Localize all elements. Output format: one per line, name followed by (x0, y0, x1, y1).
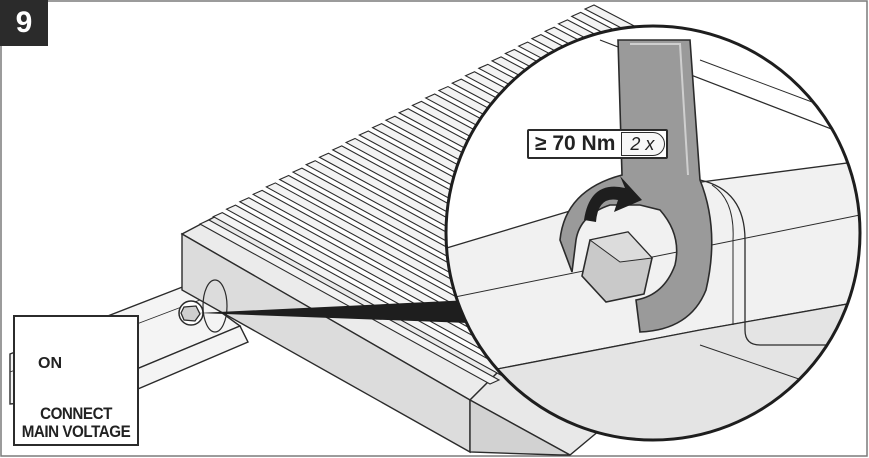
switch-on-label: ON (38, 355, 62, 372)
cooling-fin (198, 219, 501, 385)
torque-specification: ≥ 70 Nm 2 x (527, 129, 669, 159)
connect-voltage-panel: CONNECT MAIN VOLTAGE (13, 315, 139, 446)
caption-line-2: MAIN VOLTAGE (21, 423, 131, 441)
step-number-badge: 9 (0, 0, 48, 46)
torque-repeat-count: 2 x (621, 132, 666, 156)
connect-voltage-caption: CONNECT MAIN VOLTAGE (20, 405, 132, 441)
torque-arrow-icon (584, 176, 642, 222)
detail-magnifier (444, 24, 862, 442)
zoom-pointer (198, 300, 470, 323)
caption-line-1: CONNECT (40, 405, 112, 423)
hex-bolt-icon (581, 231, 654, 303)
mounting-bolt (178, 279, 228, 333)
wrench-icon (559, 39, 713, 333)
torque-value: ≥ 70 Nm (535, 132, 616, 155)
